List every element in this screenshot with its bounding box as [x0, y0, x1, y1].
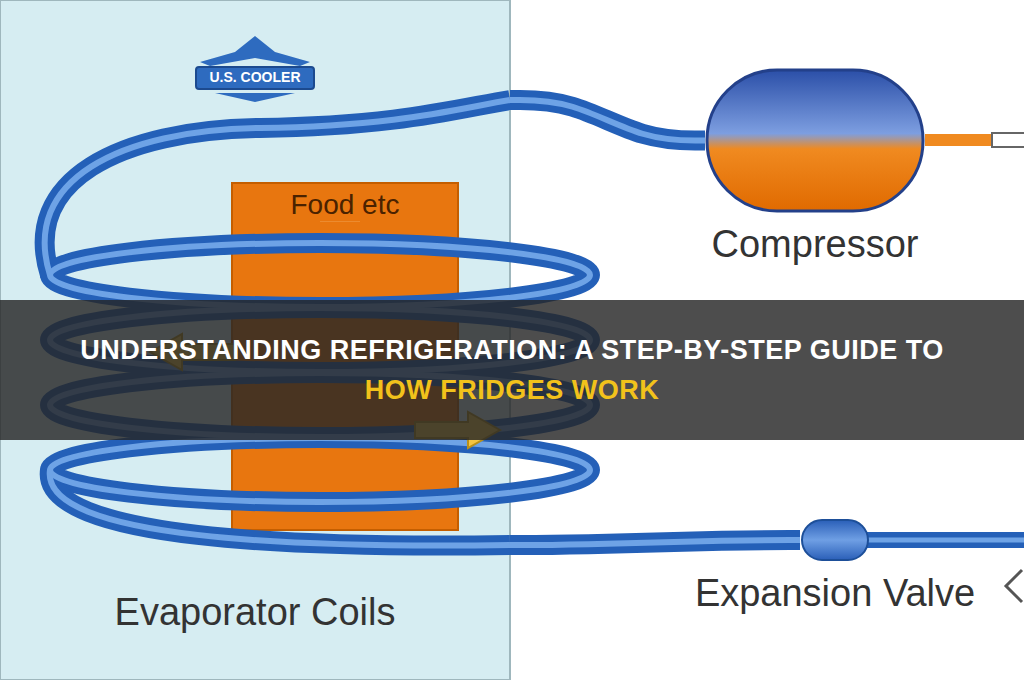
pipe-highlight — [510, 100, 705, 141]
refrigerant-pipe — [510, 540, 800, 545]
compressor-body — [705, 68, 925, 213]
liquid-pipe — [860, 532, 1024, 548]
node-label: Compressor — [712, 223, 919, 267]
valve-body — [800, 518, 870, 562]
liquid-pipe-highlight — [860, 538, 1024, 543]
node-label: Evaporator Coils — [115, 591, 396, 635]
logo-tail — [215, 93, 295, 102]
node-label: Food etc — [287, 189, 404, 221]
label-wrap: HOW FRIDGES WORK — [0, 375, 1024, 406]
title-wrap: UNDERSTANDING REFRIGERATION: A STEP-BY-S… — [0, 335, 1024, 366]
pipe-group — [510, 540, 800, 545]
title: UNDERSTANDING REFRIGERATION: A STEP-BY-S… — [80, 335, 944, 366]
logo-band — [196, 67, 314, 89]
compressor-shell — [707, 70, 923, 211]
flow-chevron — [1006, 570, 1022, 602]
coil-return — [50, 470, 510, 546]
logo-wing — [200, 36, 310, 66]
title-banner — [0, 300, 1024, 440]
coil-loop — [50, 243, 590, 307]
logo-text: U.S. COOLER — [205, 68, 304, 86]
coil-loop — [50, 438, 590, 502]
pipe-group — [510, 100, 705, 141]
coil-loop — [50, 243, 590, 307]
refrigerant-pipe — [510, 100, 705, 141]
coil-loop — [50, 438, 590, 502]
valve-shell — [802, 520, 868, 560]
hot-gas-pipe — [925, 134, 992, 146]
expansion-valve: Expansion Valve — [655, 518, 1015, 643]
label-wrap: U.S. COOLER — [196, 68, 314, 86]
coil-return — [50, 470, 510, 546]
subtitle-line: HOW FRIDGES WORK — [365, 375, 659, 406]
condenser-stub — [992, 133, 1024, 147]
node-label: Expansion Valve — [695, 572, 975, 616]
compressor: Compressor — [690, 68, 940, 283]
pipe-highlight — [510, 540, 800, 545]
logo-badge — [196, 36, 314, 102]
